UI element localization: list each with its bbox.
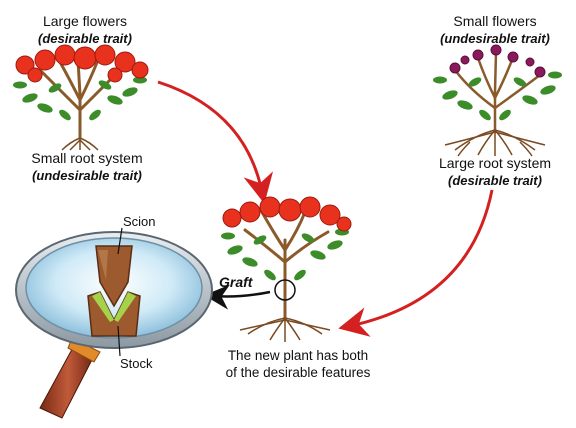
plant-a-root-title: Small root system (31, 150, 143, 166)
plant-b-flower-label: Small flowers (undesirable trait) (420, 13, 570, 47)
plant-b-root-title: Large root system (438, 155, 552, 171)
plant-b-root-note: (desirable trait) (448, 173, 542, 188)
plant-a-flower-title: Large flowers (42, 13, 128, 29)
result-caption: The new plant has both of the desirable … (198, 347, 398, 381)
plant-b-flower-title: Small flowers (453, 13, 537, 29)
graft-joint-marker (274, 279, 296, 301)
plant-a-root-label: Small root system (undesirable trait) (2, 150, 172, 184)
arrow-flowers-to-scion (157, 80, 274, 204)
stock-label: Stock (120, 356, 153, 371)
grafted-plant (221, 196, 352, 342)
plant-a-flower-note: (desirable trait) (38, 31, 132, 46)
plant-a-flower-label: Large flowers (desirable trait) (10, 13, 160, 47)
plant-b-small-flowers (433, 44, 562, 157)
result-caption-line2: of the desirable features (225, 365, 371, 380)
magnifying-glass-icon (15, 227, 213, 419)
stock-pointer (117, 325, 121, 357)
graft-arrow (204, 284, 271, 310)
arrow-roots-to-stock (338, 189, 494, 337)
plant-b-root-label: Large root system (desirable trait) (415, 155, 575, 189)
plant-a-large-flowers (13, 44, 149, 151)
plant-a-root-note: (undesirable trait) (32, 168, 142, 183)
scion-pointer (117, 227, 123, 255)
plant-b-flower-note: (undesirable trait) (440, 31, 550, 46)
scion-label: Scion (123, 214, 156, 229)
result-caption-line1: The new plant has both (227, 348, 369, 363)
